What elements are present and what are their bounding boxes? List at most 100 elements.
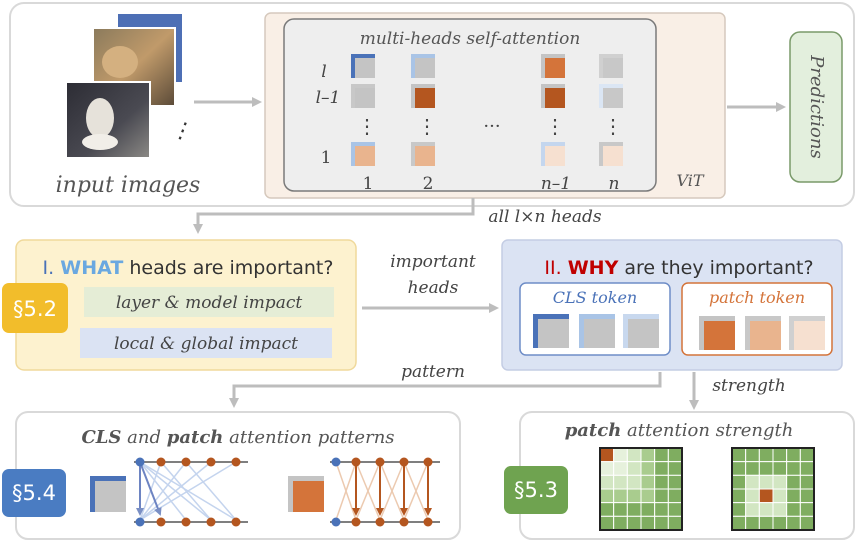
grid-cell: [654, 515, 669, 531]
grid-border: [599, 447, 683, 531]
grid-cell: [772, 502, 788, 517]
grid-cell: [654, 461, 669, 476]
patch-pattern-icon: [288, 476, 324, 512]
grid-cell: [613, 502, 628, 517]
badge-5-2: [2, 283, 68, 333]
input-images: [65, 14, 182, 159]
vdots-col2: ⋮: [417, 114, 437, 138]
hdots: ···: [483, 116, 500, 137]
why-title-strong: WHY: [568, 257, 619, 279]
grid-cell: [626, 461, 642, 476]
pattern-label: pattern: [401, 362, 465, 382]
head-l-n1: [541, 54, 565, 78]
col-label-n-minus-1: n–1: [541, 174, 571, 194]
grid-cell: [626, 447, 642, 463]
grid-cell: [799, 461, 815, 476]
grid-cell: [799, 502, 815, 517]
grid-cell: [731, 515, 747, 531]
grid-cell: [640, 474, 656, 490]
grid-cell: [758, 447, 774, 463]
head-l1-1: [351, 84, 375, 108]
grid-cell: [786, 461, 801, 476]
patterns-title-c: patch: [167, 427, 224, 448]
grid-cell: [772, 515, 788, 531]
predictions-box: [789, 31, 843, 183]
head-1-2: [411, 142, 435, 166]
badge-5-3: [504, 466, 568, 514]
patch-token-label: patch token: [709, 288, 805, 307]
grid-cell: [667, 474, 683, 490]
grid-cell: [731, 502, 747, 517]
grid-cell: [745, 474, 760, 490]
grid-cell: [745, 461, 760, 476]
arrow-pattern: [229, 372, 662, 408]
head-1-n1: [541, 142, 565, 166]
col-label-1: 1: [363, 174, 374, 194]
row-label-l-minus-1: l–1: [316, 88, 341, 108]
grid-cell: [626, 488, 642, 504]
grid-border: [731, 447, 815, 531]
head-1-1: [351, 142, 375, 166]
grid-cell: [640, 502, 656, 517]
grid-cell: [599, 461, 615, 476]
grid-cell: [786, 447, 801, 463]
head-l1-2: [411, 84, 435, 108]
chip-local-global-label: local & global impact: [114, 334, 298, 354]
grid-cell: [599, 447, 615, 463]
what-title: I. WHAT heads are important?: [43, 257, 334, 279]
patch-pattern-graph: [330, 457, 440, 527]
grid-cell: [599, 474, 615, 490]
strength-title-a: patch: [565, 420, 622, 441]
grid-cell: [640, 461, 656, 476]
grid-cell: [613, 515, 628, 531]
why-title: II. WHY are they important?: [544, 257, 813, 279]
head-l1-n1: [541, 84, 565, 108]
grid-cell: [772, 461, 788, 476]
grid-cell: [731, 461, 747, 476]
head-l-2: [411, 54, 435, 78]
grid-cell: [654, 447, 669, 463]
row-label-1: 1: [321, 148, 332, 168]
why-title-rest: are they important?: [624, 257, 813, 279]
grid-cell: [599, 488, 615, 504]
col-label-2: 2: [423, 174, 434, 194]
grid-cell: [745, 447, 760, 463]
patch-token-heads: [699, 316, 825, 350]
head-l1-n: [599, 84, 623, 108]
attention-title: multi-heads self-attention: [360, 29, 581, 49]
chip-layer-model: [84, 287, 334, 317]
strength-title: patch attention strength: [565, 420, 794, 441]
cat-face: [102, 46, 138, 78]
grid-cell: [786, 474, 801, 490]
grid-cell: [613, 474, 628, 490]
grid-cell: [772, 488, 788, 504]
important-label-2: heads: [408, 278, 459, 298]
grid-cell: [731, 488, 747, 504]
patterns-title: CLS and patch attention patterns: [81, 427, 394, 448]
badge-5-4-label: §5.4: [12, 481, 56, 505]
grid-cell: [786, 515, 801, 531]
grid-cell: [745, 488, 760, 504]
grid-cell: [758, 461, 774, 476]
vdots-col4: ⋮: [603, 114, 623, 138]
badge-5-3-label: §5.3: [514, 478, 558, 502]
what-title-rest: heads are important?: [129, 257, 333, 279]
grid-cell: [626, 474, 642, 490]
input-images-caption: input images: [56, 173, 201, 198]
cls-token-label: CLS token: [553, 288, 637, 307]
patterns-title-d: attention patterns: [229, 427, 394, 448]
predictions-label: Predictions: [806, 54, 827, 158]
grid-cell: [758, 515, 774, 531]
strength-grid-right: [731, 447, 815, 531]
vdots-col1: ⋮: [357, 114, 377, 138]
vit-label: ViT: [676, 171, 704, 190]
cls-token-heads: [533, 314, 659, 348]
grid-cell: [640, 447, 656, 463]
grid-cell: [667, 502, 683, 517]
grid-cell: [745, 515, 760, 531]
grid-cell: [799, 447, 815, 463]
why-title-prefix: II.: [544, 257, 561, 279]
chip-layer-model-label: layer & model impact: [116, 293, 303, 313]
grid-cell: [654, 488, 669, 504]
